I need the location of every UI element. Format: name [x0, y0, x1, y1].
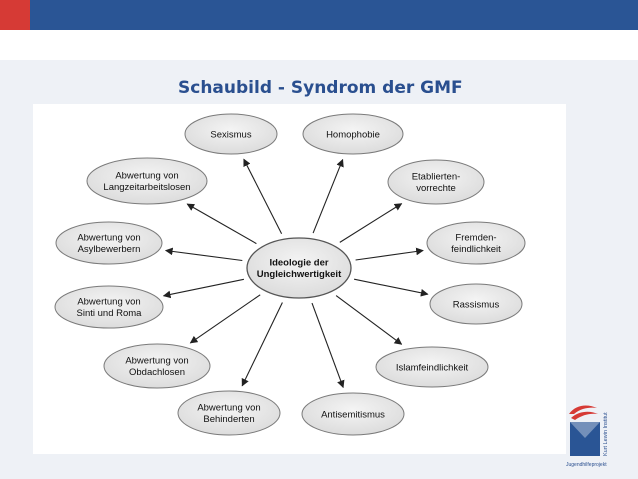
node-ellipse-sinti-roma: [54, 285, 164, 329]
node-homophobie: Homophobie: [302, 113, 404, 155]
node-etablierten-label-line-1: Etablierten-: [412, 172, 461, 183]
node-ellipse-obdachlosen: [103, 343, 211, 389]
logo-swoosh-mark: [569, 405, 597, 414]
node-langzeitarbeitslosen-label-line-2: Langzeitarbeitslosen: [103, 182, 190, 193]
node-ellipse-islamfeindlichkeit: [375, 346, 489, 388]
logo-block-notch: [570, 422, 600, 438]
node-behinderten-label-line-2: Behinderten: [203, 414, 254, 425]
arrow-to-sexismus: [243, 158, 283, 234]
top-banner-accent: [0, 0, 30, 30]
node-ellipse-sexismus: [184, 113, 278, 155]
node-etablierten-label-line-2: vorrechte: [416, 183, 456, 194]
node-etablierten: Etablierten-vorrechte: [387, 159, 485, 205]
arrow-to-sinti-roma: [162, 278, 245, 299]
node-islamfeindlichkeit-label-line-1: Islamfeindlichkeit: [396, 362, 469, 373]
header-band: [0, 30, 638, 60]
node-asylbewerbern-label-line-1: Abwertung von: [77, 233, 140, 244]
logo-swoosh-mark-2: [571, 411, 598, 420]
arrow-to-fremdenfeindlichkeit: [355, 247, 424, 261]
node-asylbewerbern-label-line-2: Asylbewerbern: [78, 244, 141, 255]
node-ellipse-fremdenfeindlichkeit: [426, 221, 526, 265]
top-banner: [0, 0, 638, 30]
node-antisemitismus-label-line-1: Antisemitismus: [321, 409, 385, 420]
node-langzeitarbeitslosen-label-line-1: Abwertung von: [115, 171, 178, 182]
center-node-label-line-1: Ideologie der: [269, 258, 328, 269]
arrow-to-behinderten: [241, 302, 283, 387]
center-ellipse: [246, 237, 352, 299]
node-ellipse-langzeitarbeitslosen: [86, 157, 208, 205]
node-ellipse-antisemitismus: [301, 392, 405, 436]
node-ellipse-behinderten: [177, 390, 281, 436]
node-rassismus: Rassismus: [429, 283, 523, 325]
node-ellipse-etablierten: [387, 159, 485, 205]
logo-block: [570, 422, 600, 456]
center-node-label-line-2: Ungleichwertigkeit: [257, 269, 342, 280]
logo-side-text: Kurt Lewin Institut: [603, 412, 609, 456]
node-behinderten-label-line-1: Abwertung von: [197, 403, 260, 414]
arrow-to-antisemitismus: [311, 302, 345, 389]
node-sexismus-label-line-1: Sexismus: [210, 129, 251, 140]
node-ellipse-rassismus: [429, 283, 523, 325]
node-fremdenfeindlichkeit-label-line-2: feindlichkeit: [451, 244, 501, 255]
kurt-lewin-logo: Kurt Lewin Institut Jugendhilfeprojekt: [566, 405, 609, 468]
arrow-to-obdachlosen: [189, 294, 261, 344]
arrow-to-etablierten: [339, 203, 403, 243]
node-rassismus-label-line-1: Rassismus: [453, 299, 500, 310]
arrow-to-langzeitarbeitslosen: [186, 203, 257, 245]
node-ellipse-asylbewerbern: [55, 221, 163, 265]
gmf-diagram: Sexismus HomophobieEtablierten-vorrechteF…: [54, 113, 526, 436]
node-islamfeindlichkeit: Islamfeindlichkeit: [375, 346, 489, 388]
node-obdachlosen-label-line-2: Obdachlosen: [129, 367, 185, 378]
arrow-to-rassismus: [353, 278, 429, 297]
node-sexismus: Sexismus: [184, 113, 278, 155]
node-antisemitismus: Antisemitismus: [301, 392, 405, 436]
node-sinti-roma-label-line-1: Abwertung von: [77, 297, 140, 308]
node-sinti-roma-label-line-2: Sinti und Roma: [77, 308, 143, 319]
arrow-to-asylbewerbern: [164, 247, 243, 262]
node-homophobie-label-line-1: Homophobie: [326, 129, 380, 140]
node-ellipse-homophobie: [302, 113, 404, 155]
arrow-to-homophobie: [312, 158, 344, 234]
node-fremdenfeindlichkeit-label-line-1: Fremden-: [455, 233, 496, 244]
logo-caption: Jugendhilfeprojekt: [566, 462, 607, 468]
arrow-to-islamfeindlichkeit: [335, 295, 403, 345]
node-fremdenfeindlichkeit: Fremden-feindlichkeit: [426, 221, 526, 265]
slide-title: Schaubild - Syndrom der GMF: [178, 78, 463, 98]
node-obdachlosen-label-line-1: Abwertung von: [125, 356, 188, 367]
